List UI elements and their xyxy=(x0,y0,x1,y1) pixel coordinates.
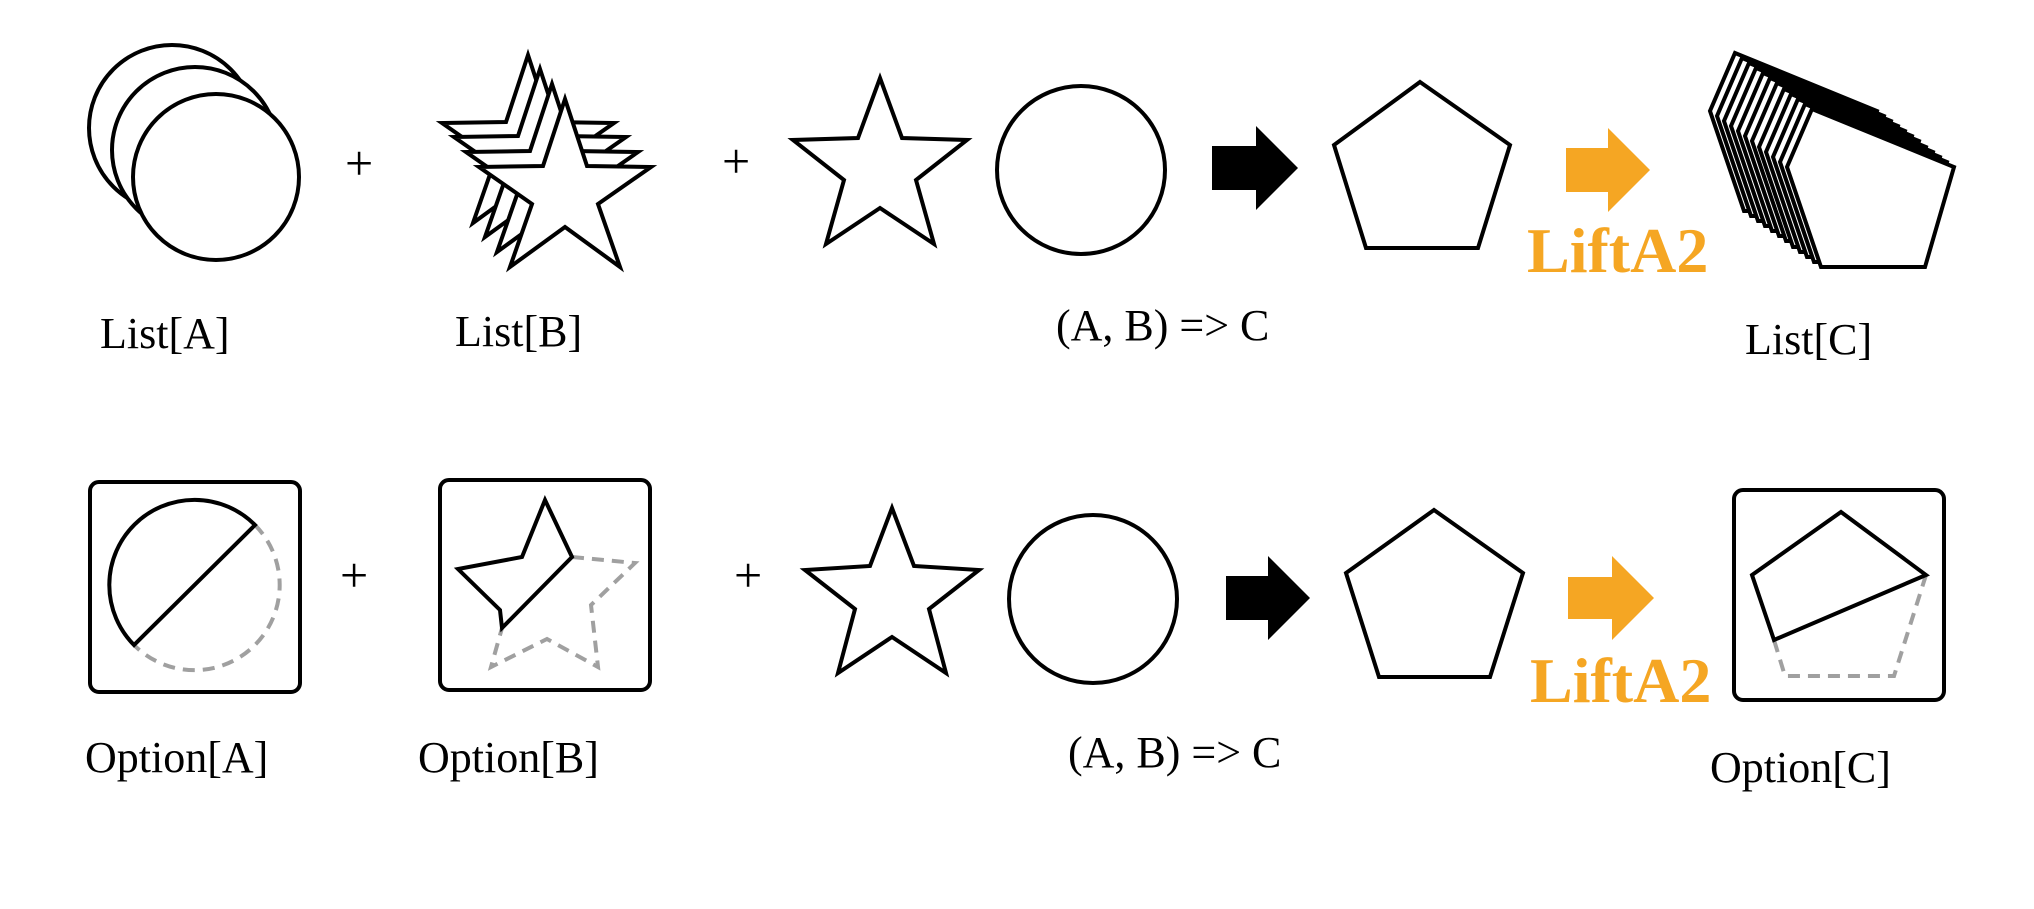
pentagon-icon xyxy=(1343,507,1526,679)
plus-sign: + xyxy=(345,135,373,191)
pentagon-icon xyxy=(1331,79,1513,250)
arrow-right-icon xyxy=(1212,126,1298,210)
list-c-pentagons-icon xyxy=(1707,50,1957,269)
option-c-half-pentagon-icon xyxy=(1732,488,1946,702)
option-a-label: Option[A] xyxy=(85,733,268,782)
lifta2-label: LiftA2 xyxy=(1530,645,1711,716)
list-b-stars-icon xyxy=(435,48,658,273)
list-a-circles-icon xyxy=(87,43,301,262)
plus-sign: + xyxy=(734,547,762,603)
arrow-right-icon xyxy=(1226,556,1310,640)
function-label: (A, B) => C xyxy=(1056,301,1269,350)
star-icon xyxy=(787,72,973,249)
circle-icon xyxy=(995,84,1167,256)
function-label: (A, B) => C xyxy=(1068,728,1281,777)
option-c-label: Option[C] xyxy=(1710,743,1891,792)
option-a-half-circle-icon xyxy=(88,480,302,694)
row-option: Option[A] + Option[B] + (A, B) => C Lift… xyxy=(85,478,1946,792)
option-b-half-star-icon xyxy=(438,478,652,692)
circle-icon xyxy=(1007,513,1179,685)
plus-sign: + xyxy=(722,133,750,189)
list-c-label: List[C] xyxy=(1745,315,1872,364)
option-b-label: Option[B] xyxy=(418,733,599,782)
plus-sign: + xyxy=(340,547,368,603)
lift-arrow-icon xyxy=(1568,556,1654,640)
star-icon xyxy=(799,502,985,678)
list-a-label: List[A] xyxy=(100,309,230,358)
list-b-label: List[B] xyxy=(455,307,582,356)
lift-arrow-icon xyxy=(1566,128,1650,212)
lifta2-label: LiftA2 xyxy=(1527,215,1708,286)
row-list: List[A] + List[B] + (A, B) => C LiftA2 xyxy=(87,43,1957,364)
